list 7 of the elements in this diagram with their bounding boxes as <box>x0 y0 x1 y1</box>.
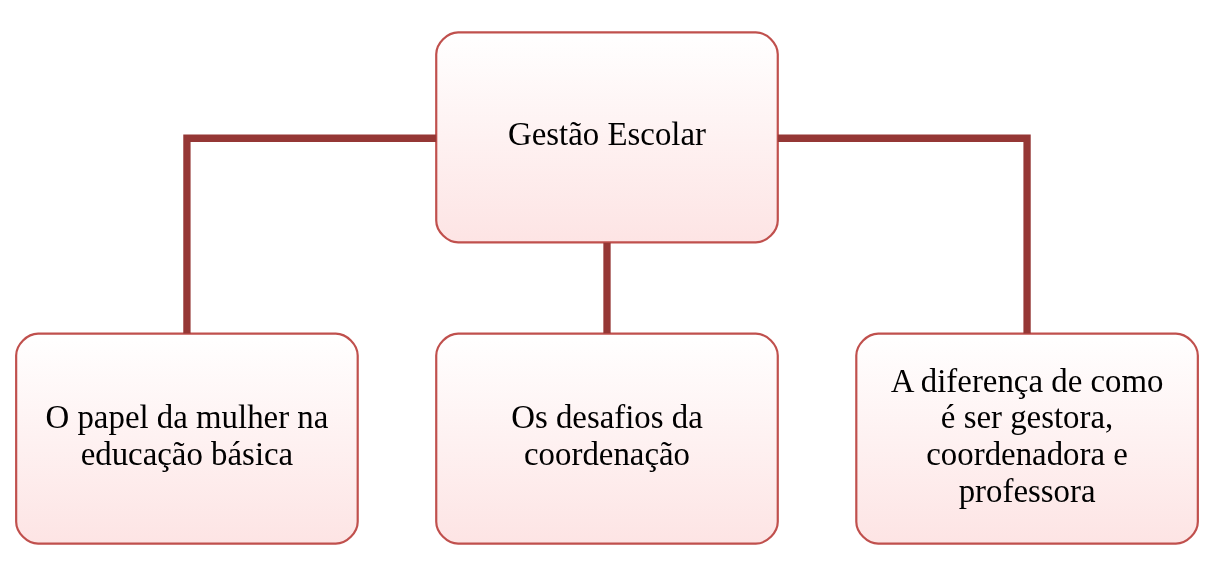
node-box: Os desafios da coordenação <box>435 332 779 545</box>
connector <box>777 134 1031 334</box>
node-box: A diferença de como é ser gestora, coordenadora e professora <box>855 332 1199 545</box>
connector <box>183 134 437 334</box>
connector <box>603 242 611 334</box>
node-box: Gestão Escolar <box>435 31 779 244</box>
node-box: O papel da mulher na educação básica <box>15 332 359 545</box>
